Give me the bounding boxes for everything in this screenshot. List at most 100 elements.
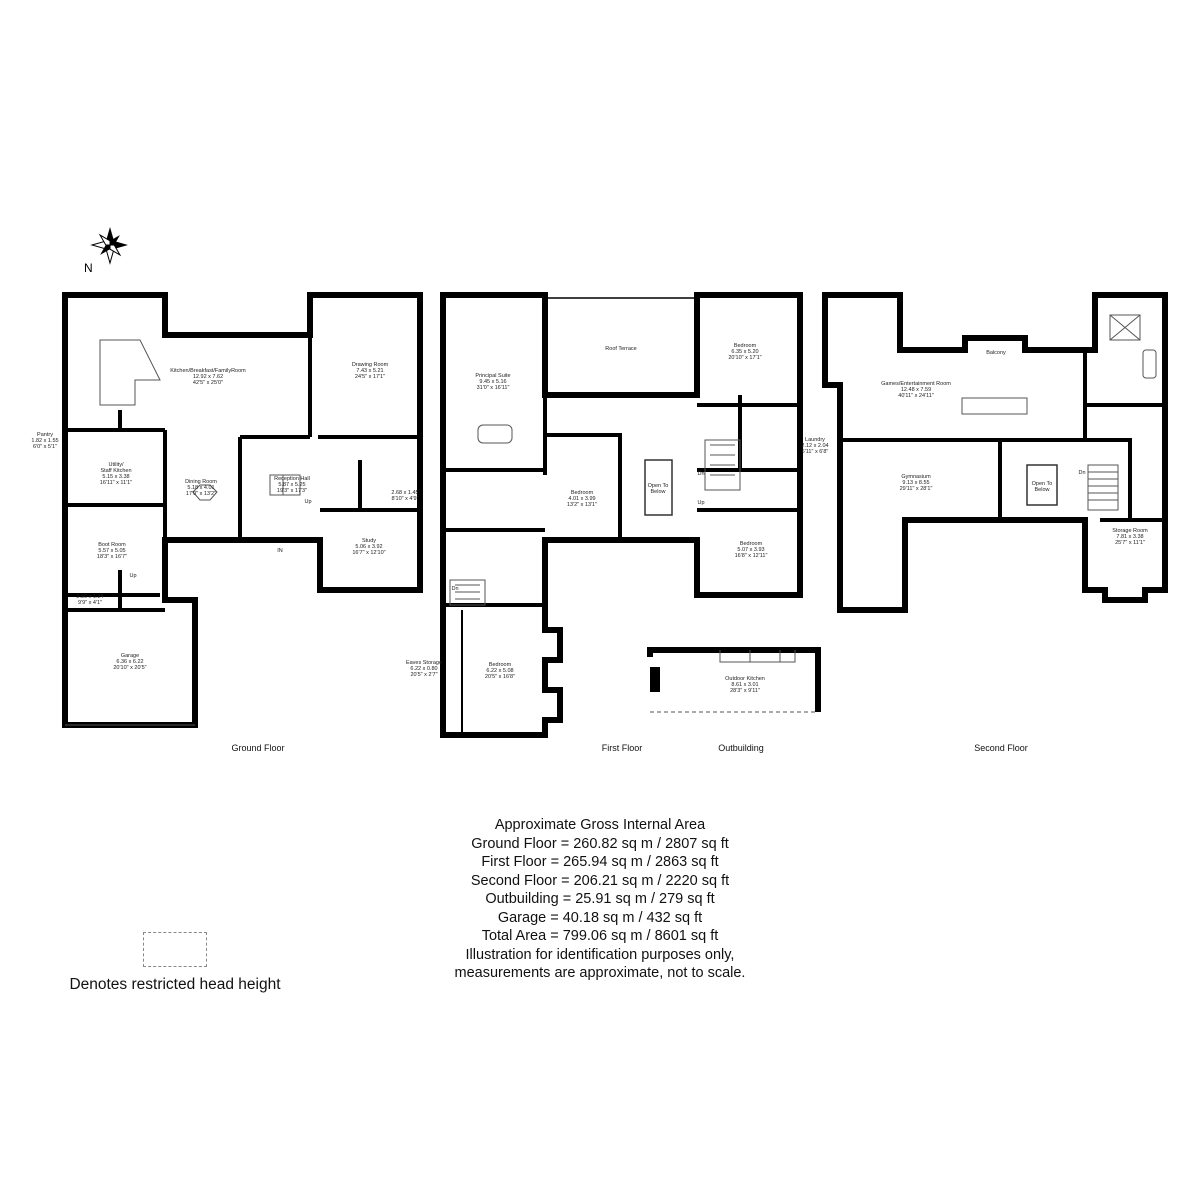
svg-text:Pantry: Pantry: [37, 432, 53, 438]
stair-up-label: Up: [129, 573, 136, 579]
svg-text:17'0" x 13'2": 17'0" x 13'2": [186, 491, 216, 497]
svg-text:18'3" x 16'7": 18'3" x 16'7": [97, 554, 127, 560]
ground-floor-title: Ground Floor: [231, 743, 284, 753]
outbuilding-plan: [647, 647, 821, 713]
svg-text:Garage: Garage: [121, 653, 139, 659]
svg-text:2.68 x 1.45: 2.68 x 1.45: [391, 490, 418, 496]
room-label: 2.68 x 1.458'10" x 4'9": [391, 490, 418, 502]
second-floor-title: Second Floor: [974, 743, 1028, 753]
svg-text:Drawing Room: Drawing Room: [352, 362, 389, 368]
area-line: First Floor = 265.94 sq m / 2863 sq ft: [481, 854, 719, 870]
svg-text:Reception Hall: Reception Hall: [274, 476, 310, 482]
stair-down-label: Dn: [697, 471, 704, 477]
svg-text:31'0" x 16'11": 31'0" x 16'11": [477, 385, 510, 391]
room-label: 2.96 x 1.249'9" x 4'1": [76, 594, 103, 606]
svg-text:20'10" x 17'1": 20'10" x 17'1": [728, 355, 761, 361]
svg-text:Eaves Storage: Eaves Storage: [406, 660, 442, 666]
svg-text:Gymnasium: Gymnasium: [901, 474, 931, 480]
stair-down-label: Dn: [451, 586, 458, 592]
svg-text:8'10" x 4'9": 8'10" x 4'9": [391, 496, 418, 502]
svg-text:Below: Below: [651, 489, 666, 495]
svg-text:4.01 x 3.99: 4.01 x 3.99: [568, 496, 595, 502]
area-summary: Approximate Gross Internal Area Ground F…: [380, 816, 820, 983]
svg-text:9.45 x 5.16: 9.45 x 5.16: [479, 379, 506, 385]
svg-text:5.57 x 5.05: 5.57 x 5.05: [98, 548, 125, 554]
svg-text:Games/Entertainment Room: Games/Entertainment Room: [881, 381, 951, 387]
svg-text:Open To: Open To: [648, 483, 669, 489]
svg-text:19'3" x 17'3": 19'3" x 17'3": [277, 488, 307, 494]
area-line: Second Floor = 206.21 sq m / 2220 sq ft: [470, 872, 730, 889]
svg-text:Open To: Open To: [1032, 481, 1053, 487]
svg-text:20'5" x 2'7": 20'5" x 2'7": [410, 672, 437, 678]
svg-text:7.81 x 3.38: 7.81 x 3.38: [1116, 534, 1143, 540]
svg-text:28'3" x 9'11": 28'3" x 9'11": [730, 688, 760, 694]
north-label: N: [84, 261, 93, 275]
svg-text:Bedroom: Bedroom: [489, 662, 512, 668]
compass-icon: [90, 227, 128, 265]
svg-text:13'2" x 13'1": 13'2" x 13'1": [567, 502, 597, 508]
svg-text:5.18 x 4.01: 5.18 x 4.01: [187, 485, 214, 491]
svg-text:Dining Room: Dining Room: [185, 479, 217, 485]
svg-text:Laundry: Laundry: [805, 437, 825, 443]
room-label: Balcony: [986, 350, 1006, 356]
ground-floor-plan: [62, 292, 423, 728]
room-label: Roof Terrace: [605, 346, 636, 352]
svg-text:12.92 x 7.62: 12.92 x 7.62: [193, 374, 223, 380]
svg-text:7.43 x 5.21: 7.43 x 5.21: [356, 368, 383, 374]
svg-text:Below: Below: [1035, 487, 1050, 493]
svg-text:Outdoor Kitchen: Outdoor Kitchen: [725, 676, 765, 682]
disclaimer-line: Illustration for identification purposes…: [465, 946, 735, 963]
svg-text:16'8" x 12'11": 16'8" x 12'11": [735, 553, 768, 559]
svg-text:5.07 x 3.93: 5.07 x 3.93: [737, 547, 764, 553]
svg-text:6.22 x 0.80: 6.22 x 0.80: [410, 666, 437, 672]
svg-text:20'5" x 16'8": 20'5" x 16'8": [485, 674, 515, 680]
svg-text:6'11" x 6'8": 6'11" x 6'8": [802, 449, 829, 455]
svg-text:2.96 x 1.24: 2.96 x 1.24: [76, 594, 103, 600]
area-line: Outbuilding = 25.91 sq m / 279 sq ft: [485, 891, 715, 907]
svg-text:Study: Study: [362, 538, 376, 544]
svg-text:5.06 x 3.92: 5.06 x 3.92: [355, 544, 382, 550]
svg-text:Boot Room: Boot Room: [98, 542, 126, 548]
stair-down-label: Dn: [1078, 470, 1085, 476]
svg-text:Storage Room: Storage Room: [1112, 528, 1148, 534]
roof-terrace-outline: [544, 297, 698, 396]
svg-text:9.13 x 8.55: 9.13 x 8.55: [902, 480, 929, 486]
restricted-height-legend-swatch: [143, 932, 207, 967]
svg-text:5.87 x 5.25: 5.87 x 5.25: [278, 482, 305, 488]
svg-text:Bedroom: Bedroom: [740, 541, 763, 547]
svg-text:8.61 x 3.01: 8.61 x 3.01: [731, 682, 758, 688]
outbuilding-title: Outbuilding: [718, 743, 764, 753]
first-floor-plan: [440, 292, 803, 738]
entrance-label: IN: [277, 548, 283, 554]
svg-text:5.15 x 3.38: 5.15 x 3.38: [102, 474, 129, 480]
svg-text:16'11" x 11'1": 16'11" x 11'1": [100, 480, 132, 486]
svg-text:6'0" x 5'1": 6'0" x 5'1": [33, 444, 57, 450]
stair-up-label: Up: [304, 499, 311, 505]
svg-text:20'10" x 20'5": 20'10" x 20'5": [113, 665, 146, 671]
area-line: Garage = 40.18 sq m / 432 sq ft: [497, 909, 703, 926]
svg-text:16'7" x 12'10": 16'7" x 12'10": [352, 550, 385, 556]
svg-text:40'11" x 24'11": 40'11" x 24'11": [898, 393, 934, 399]
area-title: Approximate Gross Internal Area: [494, 817, 706, 833]
svg-text:Balcony: Balcony: [986, 350, 1006, 356]
svg-text:25'7" x 11'1": 25'7" x 11'1": [1115, 540, 1145, 546]
svg-text:6.36 x 6.22: 6.36 x 6.22: [116, 659, 143, 665]
